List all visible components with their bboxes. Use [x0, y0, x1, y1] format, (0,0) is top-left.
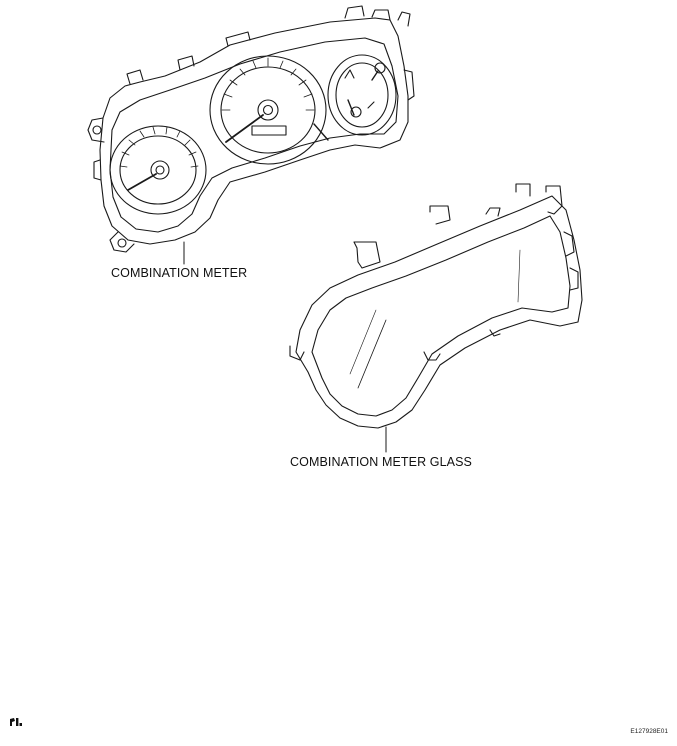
- combination-meter-glass-part: [289, 183, 583, 429]
- combination-meter-label: COMBINATION METER: [111, 266, 248, 280]
- combination-meter-glass-label: COMBINATION METER GLASS: [290, 455, 472, 469]
- combination-meter-part: [87, 5, 415, 253]
- pi-reference-icon: [10, 718, 22, 726]
- figure-code: E127928E01: [630, 728, 668, 735]
